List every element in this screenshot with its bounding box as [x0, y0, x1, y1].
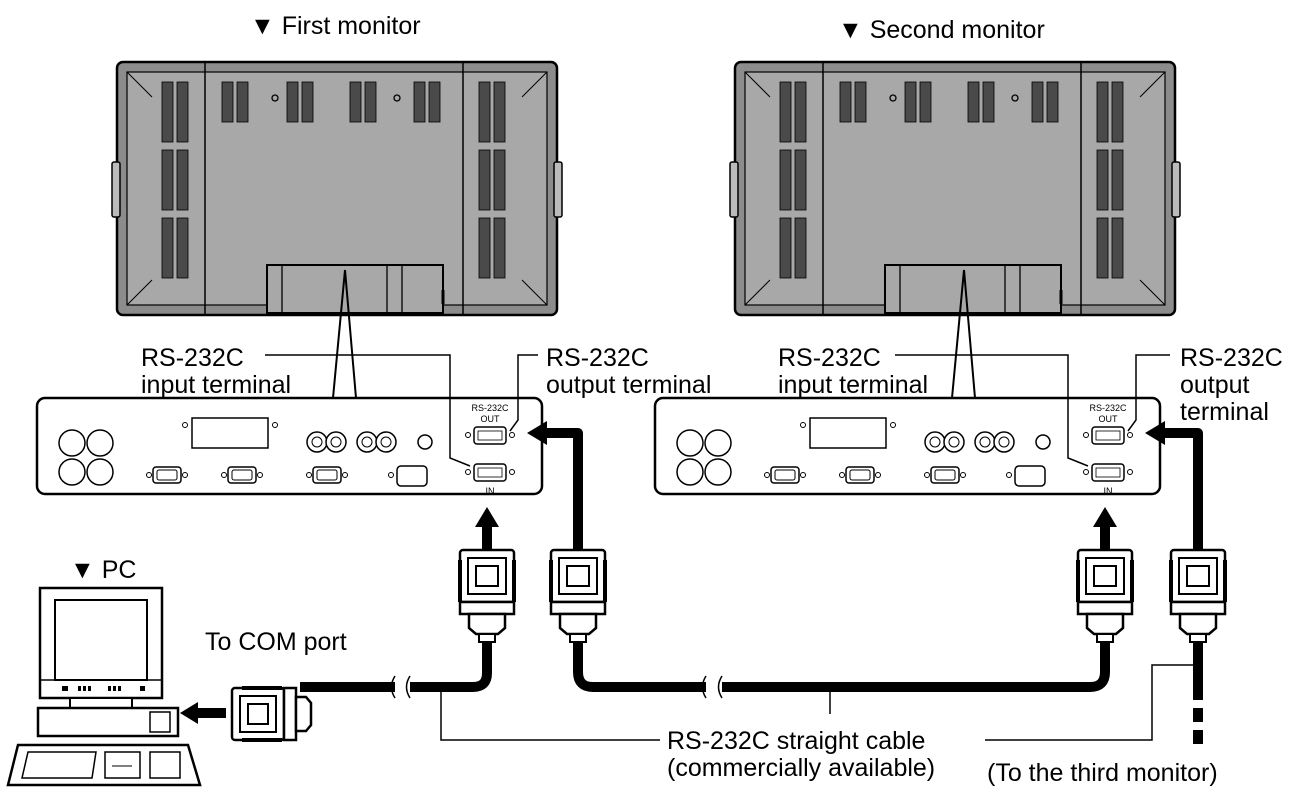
input-terminal-2-line1: RS-232C: [778, 344, 881, 372]
rs232c-port-text-2: RS-232C: [1089, 403, 1127, 413]
output-terminal-2-line2: output: [1180, 371, 1250, 399]
output-terminal-1-line2: output terminal: [546, 371, 712, 399]
in-port-text-1: IN: [486, 486, 495, 496]
input-terminal-1-line2: input terminal: [141, 371, 292, 399]
cable-label: RS-232C straight cable (commercially ava…: [667, 728, 935, 782]
input-terminal-2-line2: input terminal: [778, 371, 929, 399]
cable-label-line2: (commercially available): [667, 754, 936, 782]
first-monitor-heading: ▼ First monitor: [250, 12, 421, 40]
plug-monitor2-in: [1076, 548, 1134, 644]
plug-monitor1-out: [549, 548, 607, 644]
rs232c-port-text-1: RS-232C: [471, 403, 509, 413]
to-com-port-label: To COM port: [205, 628, 347, 656]
output-terminal-1-label: RS-232C output terminal: [546, 345, 711, 399]
cable-label-line1: RS-232C straight cable: [667, 727, 926, 755]
second-monitor-heading: ▼ Second monitor: [838, 16, 1045, 44]
first-monitor: [110, 60, 564, 317]
pc: [6, 586, 202, 787]
output-terminal-1-line1: RS-232C: [546, 344, 649, 372]
plug-monitor2-out: [1169, 548, 1227, 644]
input-terminal-1-line1: RS-232C: [141, 344, 244, 372]
second-monitor: [728, 60, 1182, 317]
output-terminal-2-label: RS-232C output terminal: [1180, 345, 1283, 426]
pc-heading: ▼ PC: [70, 556, 137, 584]
in-port-text-2: IN: [1104, 486, 1113, 496]
plug-com-port: [230, 686, 313, 742]
input-terminal-2-label: RS-232C input terminal: [778, 345, 928, 399]
out-port-text-2: OUT: [1099, 414, 1119, 424]
plug-monitor1-in: [458, 548, 516, 644]
input-terminal-1-label: RS-232C input terminal: [141, 345, 291, 399]
output-terminal-2-line3: terminal: [1180, 398, 1269, 426]
second-terminal-panel: [655, 398, 1160, 494]
third-monitor-label: (To the third monitor): [987, 759, 1218, 787]
out-port-text-1: OUT: [481, 414, 501, 424]
output-terminal-2-line1: RS-232C: [1180, 344, 1283, 372]
first-terminal-panel: [37, 398, 542, 494]
